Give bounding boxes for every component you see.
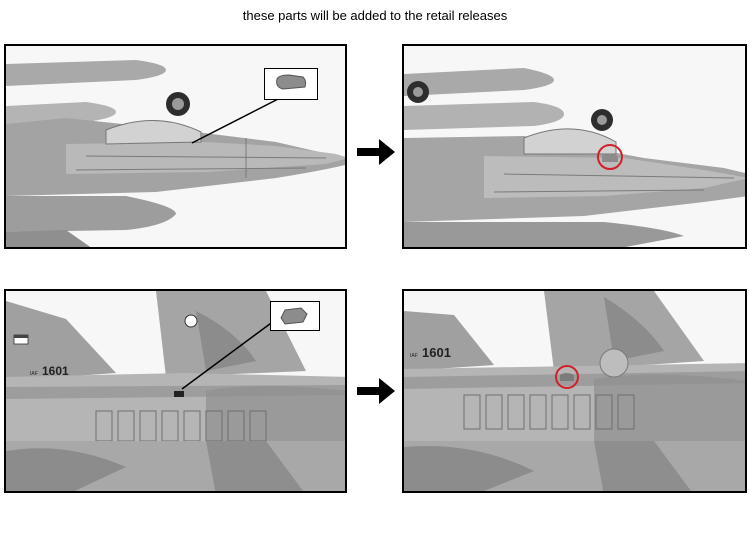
tail-prefix-text: IAF [410, 353, 418, 359]
part-inset-spine [270, 301, 320, 331]
photo-top-after [402, 44, 747, 249]
part-icon [280, 307, 308, 325]
tail-code-text: 1601 [422, 345, 451, 360]
photo-top-before [4, 44, 347, 249]
tail-code-text: 1601 [42, 364, 69, 378]
caption-text: these parts will be added to the retail … [242, 8, 508, 23]
jet-nose-illustration [404, 46, 745, 247]
arrow-right-icon [357, 378, 395, 404]
photo-bottom-after: 1601 IAF [402, 289, 747, 493]
jet-spine-illustration: 1601 IAF [404, 291, 745, 491]
jet-spine-illustration: 1601 IAF [6, 291, 345, 491]
part-inset-canopy [264, 68, 318, 100]
tail-prefix-text: IAF [30, 371, 38, 377]
photo-bottom-before: 1601 IAF [4, 289, 347, 493]
arrow-right-icon [357, 139, 395, 165]
part-icon [276, 74, 307, 90]
highlight-circle [555, 365, 579, 389]
highlight-circle [597, 144, 623, 170]
